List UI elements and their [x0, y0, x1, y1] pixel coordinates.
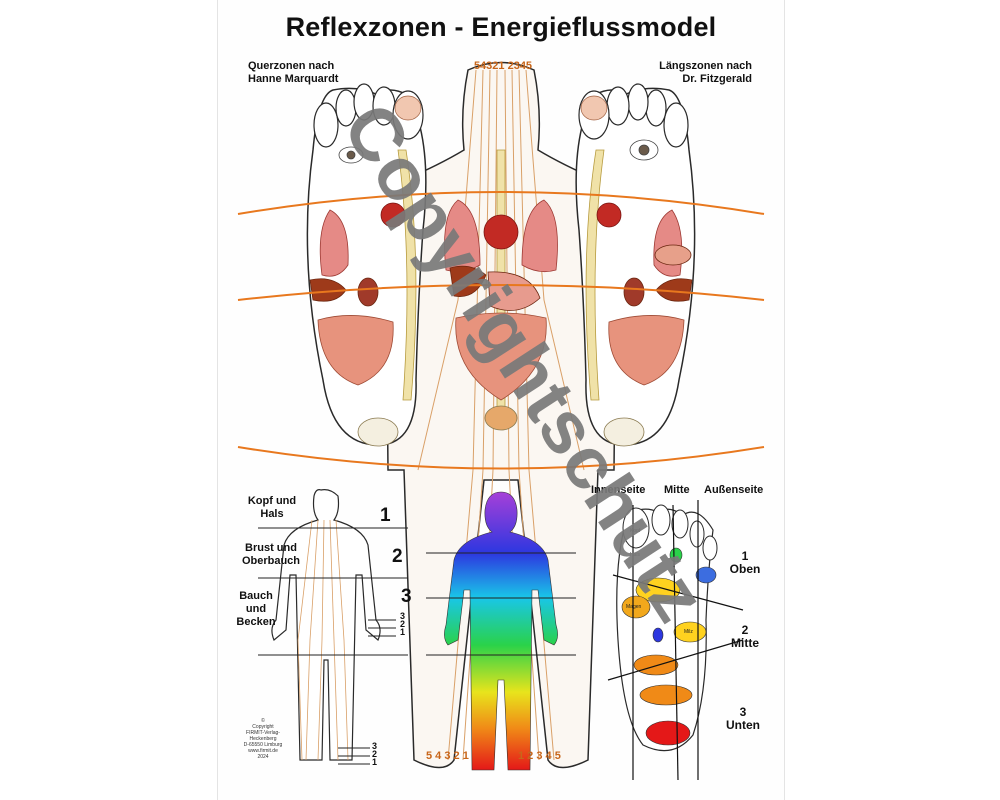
- hearts: [380, 202, 622, 250]
- zone3-number: 3: [401, 586, 412, 607]
- col-middle-label: Mitte: [664, 484, 690, 496]
- poster-title: Reflexzonen - Energieflussmodel: [285, 12, 717, 42]
- brains: [394, 95, 608, 121]
- zone-numbers-bottom-left: 5 4 3 2 1: [426, 750, 469, 762]
- zone1-label: Kopf und Hals: [232, 495, 312, 521]
- foot-zone3-label: Unten: [726, 718, 760, 732]
- top-left-label-line-1: Querzonen nach: [248, 60, 335, 72]
- zone-foot-toes: [622, 504, 718, 561]
- zone-numbers-top: 54321 2345: [473, 60, 533, 72]
- hand-zone-numbers: 3 2 1: [400, 611, 406, 637]
- foot-organ-label-milz: Milz: [684, 629, 693, 635]
- digestive-organs: [309, 244, 693, 311]
- foot-zone1-number: 1: [741, 549, 749, 563]
- foot-zone-num-1: 1: [372, 757, 378, 767]
- zone1-label-line-1: Kopf und: [247, 495, 297, 507]
- top-right-label: Längszonen nach Dr. Fitzgerald: [638, 60, 752, 86]
- foot-zone-num-3: 3: [372, 741, 378, 751]
- zone1-label-line-2: Hals: [260, 508, 284, 520]
- top-right-label-line-1: Längszonen nach: [659, 60, 752, 72]
- small-body-outline: [271, 489, 381, 761]
- intestines: [317, 312, 685, 401]
- top-right-label-line-2: Dr. Fitzgerald: [682, 73, 752, 85]
- foot-zone2: 2 Mitte: [723, 624, 767, 650]
- lungs: [319, 199, 683, 277]
- foot-zone3-number: 3: [739, 705, 747, 719]
- eyes: [338, 139, 659, 164]
- col-outer-label: Außenseite: [704, 484, 764, 496]
- zone3-label-line-2: und: [245, 603, 267, 615]
- poster: Reflexzonen - Energieflussmodel Querzone…: [217, 0, 785, 800]
- foot-organ-label-hals: Hals: [630, 552, 641, 558]
- rainbow-zone-lines: [426, 552, 576, 656]
- foot-zone-numbers: 3 2 1: [372, 741, 378, 767]
- copyright-line: FIRMIT-Verlag-Heckenberg: [246, 730, 280, 742]
- transversal-zone-lines: [237, 191, 765, 470]
- foot-zone-num-2: 2: [372, 749, 378, 759]
- zone3-label-line-3: Becken: [236, 616, 276, 628]
- copyright-line: www.firmit.de: [248, 748, 278, 754]
- top-left-label-line-2: Hanne Marquardt: [248, 73, 339, 85]
- zone3-label: Bauch und Becken: [226, 590, 286, 629]
- zone2-label-line-1: Brust und: [245, 542, 297, 554]
- small-body-meridians: [297, 519, 349, 761]
- copyright-notice: © Copyright FIRMIT-Verlag-Heckenberg D-6…: [233, 718, 293, 760]
- zone2-label-line-2: Oberbauch: [241, 555, 301, 567]
- copyright-line: 2024: [257, 754, 269, 760]
- small-body-zone-lines: [258, 527, 408, 765]
- hand-zone-num-3: 3: [400, 611, 406, 621]
- zone3-label-line-1: Bauch: [239, 590, 273, 602]
- hand-zone-num-2: 2: [400, 619, 406, 629]
- pelvis: [357, 405, 645, 447]
- foot-zone1: 1 Oben: [725, 550, 765, 576]
- foot-zone2-number: 2: [741, 623, 749, 637]
- rainbow-body: [444, 491, 558, 771]
- col-inner-label: Innenseite: [591, 484, 646, 496]
- zone2-label: Brust und Oberbauch: [226, 542, 316, 568]
- zone2-number: 2: [392, 546, 403, 567]
- foot-zone3: 3 Unten: [720, 706, 766, 732]
- zone-foot-lines: [607, 500, 744, 781]
- foot-organ-label-magen: Magen: [626, 604, 642, 610]
- copyright-line: ©: [261, 718, 265, 724]
- hand-zone-num-1: 1: [400, 627, 406, 637]
- copyright-line: Copyright: [252, 724, 274, 730]
- foot-zone2-label: Mitte: [731, 636, 759, 650]
- top-left-label: Querzonen nach Hanne Marquardt: [248, 60, 338, 86]
- zone-numbers-bottom-right: 1 2 3 4 5: [518, 750, 561, 762]
- foot-zone1-label: Oben: [729, 562, 761, 576]
- copyright-line: D-65550 Limburg: [243, 742, 283, 748]
- anatomy-illustration: [237, 61, 765, 781]
- zone1-number: 1: [380, 505, 391, 526]
- foot-organ-label-kopf: Kopf: [630, 528, 641, 534]
